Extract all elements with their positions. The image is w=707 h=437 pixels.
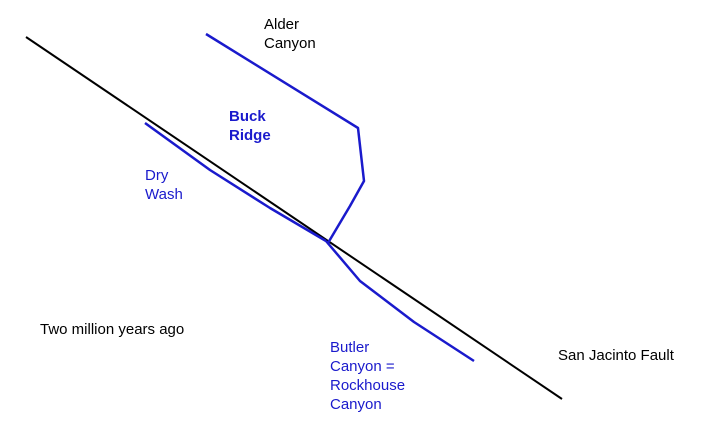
butler-canyon-label-line: Canyon bbox=[330, 396, 382, 413]
buck-ridge-label-line: Ridge bbox=[229, 127, 271, 144]
san-jacinto-fault-label: San Jacinto Fault bbox=[558, 347, 674, 364]
alder-canyon-label-line: Canyon bbox=[264, 35, 316, 52]
alder-canyon-stream bbox=[205, 32, 366, 244]
butler-canyon-label-line: Canyon = bbox=[330, 358, 395, 375]
dry-wash-label: Dry Wash bbox=[145, 166, 183, 204]
butler-canyon-label-line: Rockhouse bbox=[330, 377, 406, 394]
alder-canyon-label-line: Alder bbox=[264, 16, 300, 33]
san-jacinto-fault-line bbox=[25, 36, 563, 400]
time-caption: Two million years ago bbox=[40, 321, 185, 338]
dry-wash-stream bbox=[144, 121, 327, 243]
butler-canyon-stream bbox=[325, 240, 475, 363]
dry-wash-label-line: Wash bbox=[145, 186, 183, 203]
dry-wash-label-line: Dry bbox=[145, 167, 169, 184]
buck-ridge-label: Buck Ridge bbox=[229, 107, 271, 145]
buck-ridge-label-line: Buck bbox=[229, 108, 266, 125]
alder-canyon-label: Alder Canyon bbox=[264, 15, 316, 53]
butler-canyon-label: Butler Canyon = Rockhouse Canyon bbox=[330, 338, 405, 414]
butler-canyon-label-line: Butler bbox=[330, 339, 370, 356]
